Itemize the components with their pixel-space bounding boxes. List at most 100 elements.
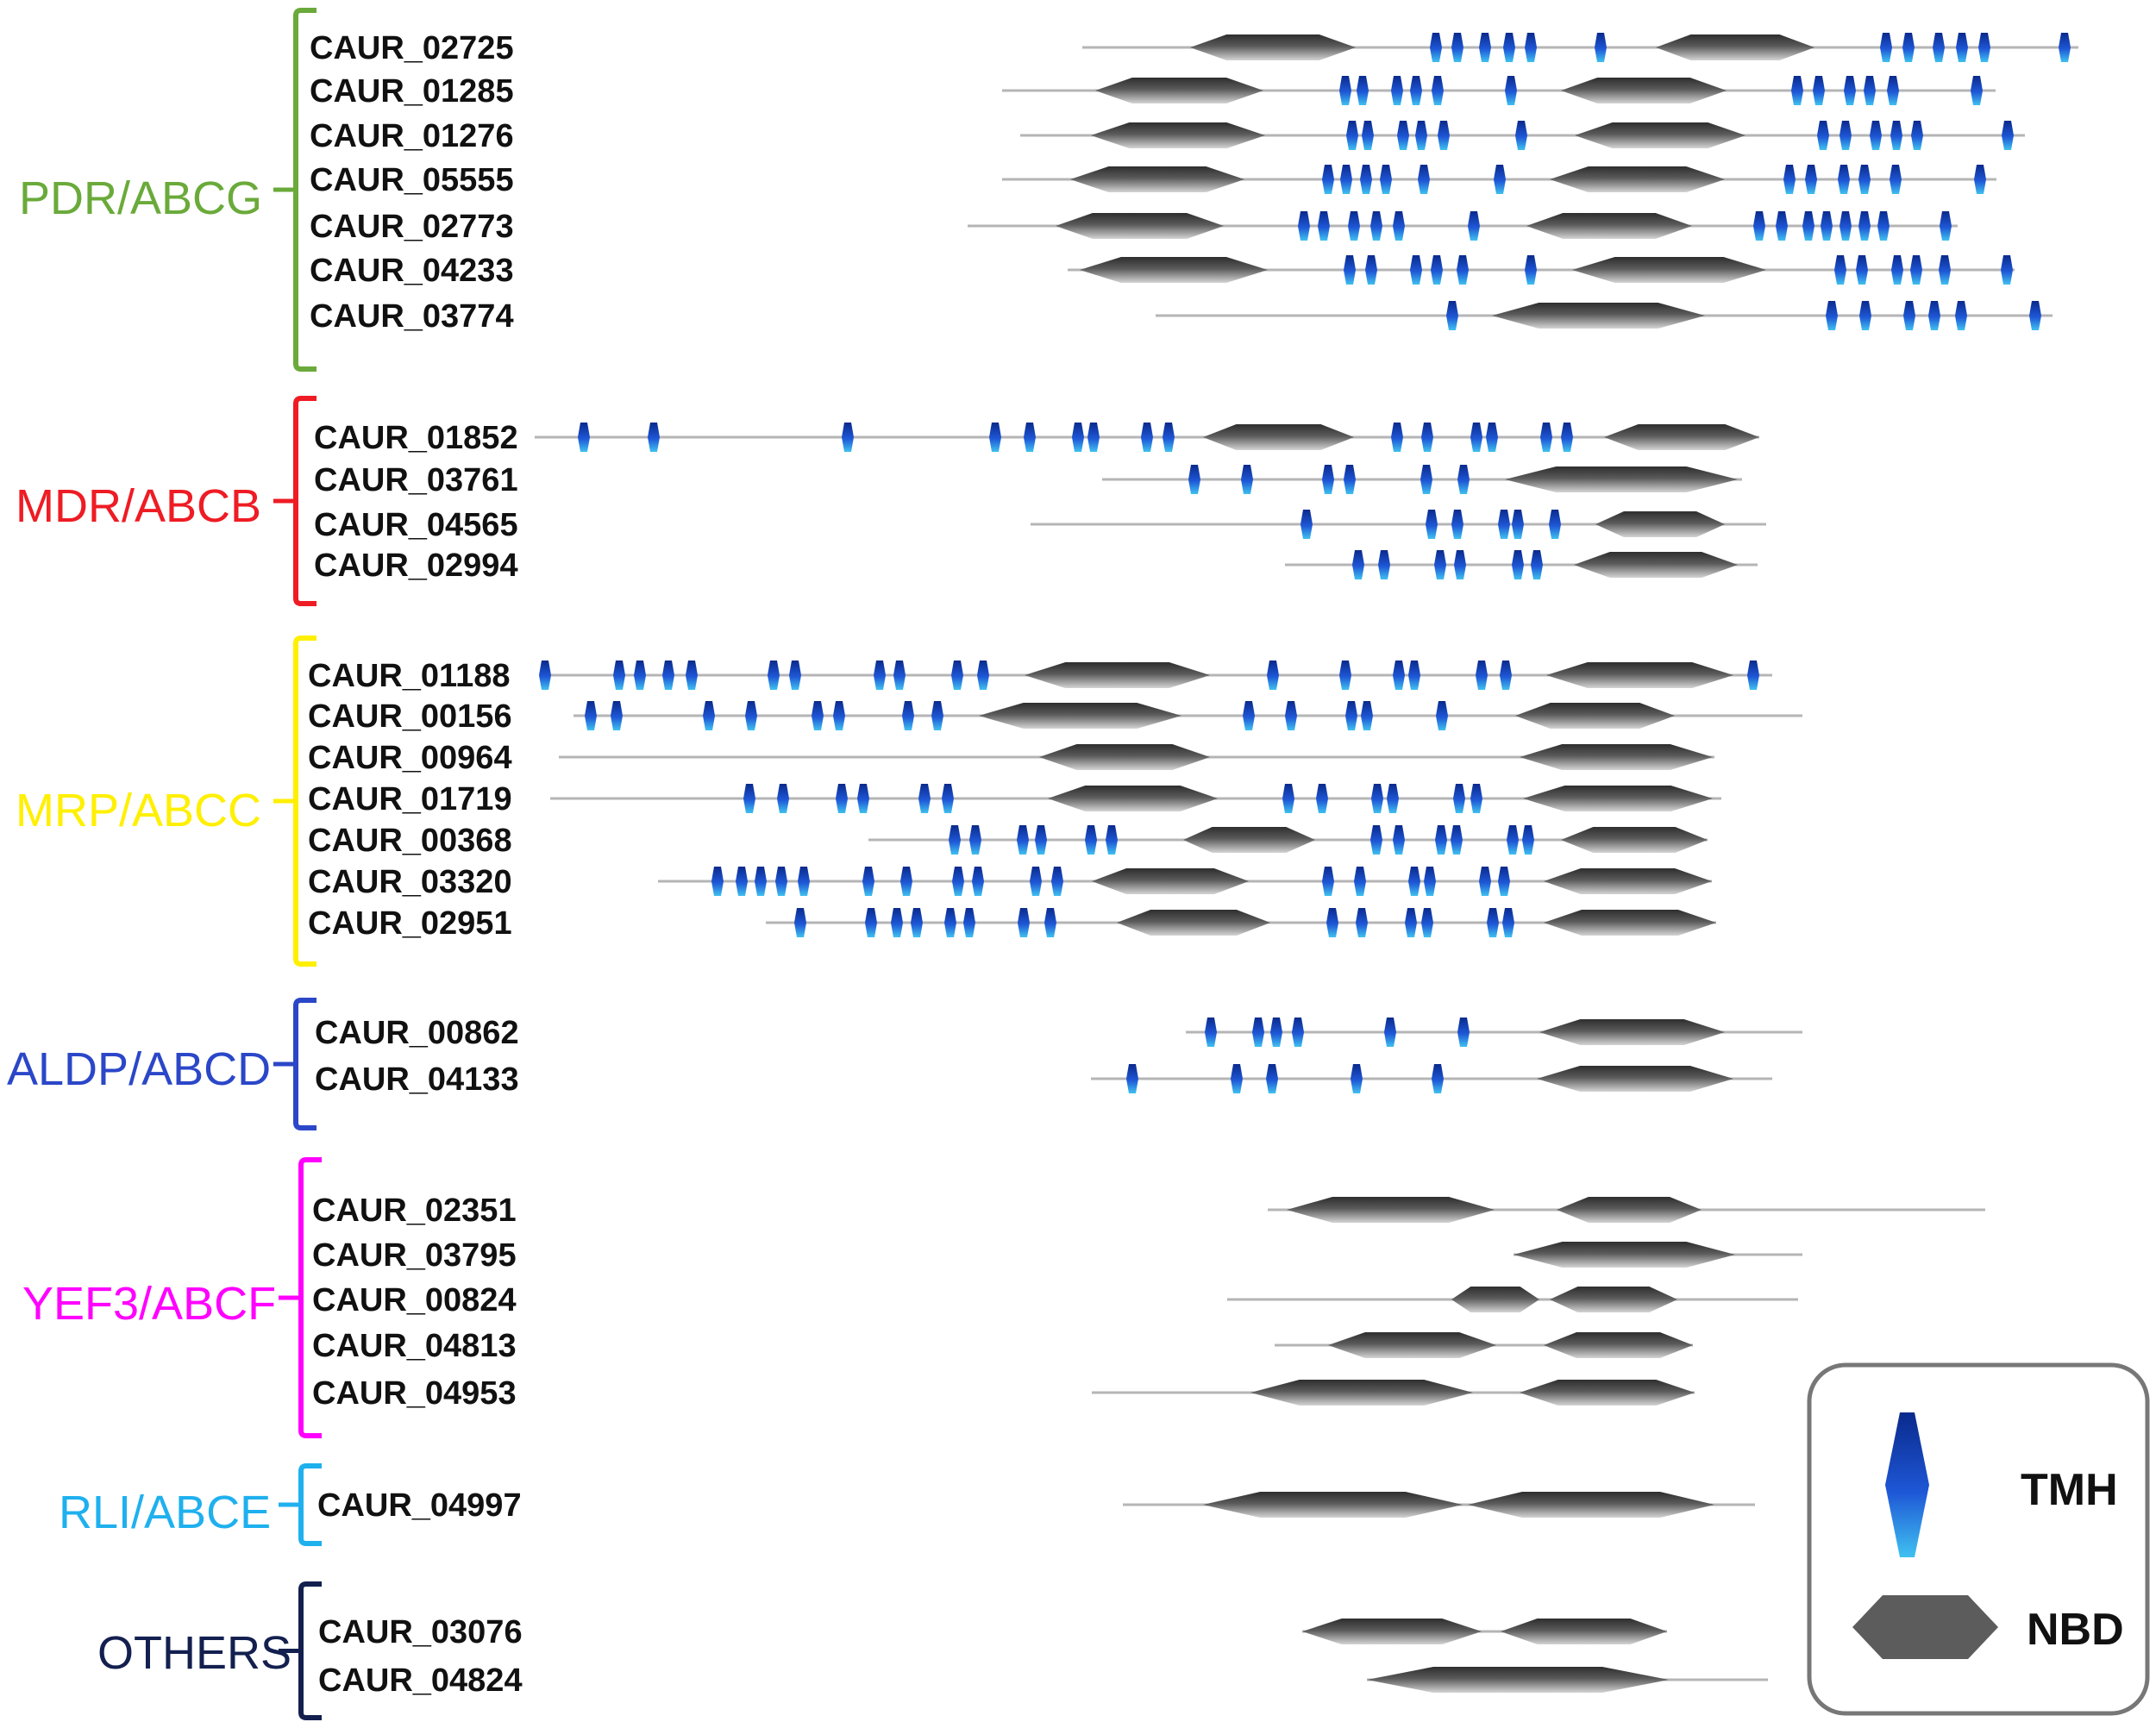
tmh-helix: [1974, 165, 1986, 194]
tmh-helix: [1030, 867, 1042, 896]
family-label: YEF3/ABCF: [22, 1278, 276, 1330]
tmh-helix: [1072, 423, 1084, 452]
tmh-helix: [1955, 301, 1967, 330]
tmh-helix: [1087, 423, 1100, 452]
gene-label: CAUR_01188: [308, 658, 510, 694]
tmh-helix: [1505, 76, 1517, 105]
tmh-helix: [777, 784, 789, 813]
tmh-helix: [1432, 1064, 1444, 1093]
tmh-helix: [1241, 465, 1253, 494]
gene-label: CAUR_01285: [310, 73, 514, 110]
nbd-domain: [1203, 424, 1354, 450]
nbd-domain: [1544, 1332, 1693, 1358]
tmh-helix: [1838, 165, 1850, 194]
tmh-helix: [1500, 661, 1512, 690]
tmh-helix: [1457, 1018, 1470, 1047]
nbd-hexagon-icon: [1852, 1595, 1998, 1659]
tmh-helix: [902, 701, 914, 730]
tmh-helix: [1512, 550, 1524, 579]
tmh-helix: [1595, 33, 1607, 62]
nbd-domain: [1287, 1197, 1495, 1223]
gene-row: CAUR_04565: [314, 507, 1766, 543]
tmh-helix: [893, 661, 906, 690]
tmh-helix: [1802, 211, 1814, 241]
tmh-helix: [1540, 423, 1552, 452]
gene-row: CAUR_00824: [312, 1282, 1798, 1318]
gene-row: CAUR_05555: [310, 162, 1996, 198]
tmh-helix: [918, 784, 931, 813]
tmh-helix: [1753, 211, 1765, 241]
tmh-helix: [798, 867, 810, 896]
tmh-helix: [1408, 661, 1420, 690]
nbd-domain: [1574, 552, 1738, 578]
tmh-helix: [1561, 423, 1573, 452]
nbd-domain: [1515, 703, 1675, 729]
tmh-helix: [1826, 301, 1838, 330]
gene-row: CAUR_01285: [310, 73, 1996, 110]
tmh-helix: [2001, 255, 2013, 285]
tmh-helix: [1446, 301, 1458, 330]
gene-label: CAUR_00964: [308, 740, 512, 776]
tmh-helix: [1430, 33, 1442, 62]
tmh-helix: [1339, 76, 1351, 105]
nbd-domain: [979, 703, 1181, 729]
gene-row: CAUR_02725: [310, 30, 2078, 66]
tmh-helix: [1370, 211, 1382, 241]
nbd-domain: [1595, 511, 1725, 537]
tmh-helix: [2029, 301, 2041, 330]
gene-label: CAUR_04953: [312, 1375, 517, 1412]
tmh-helix: [578, 423, 590, 452]
gene-label: CAUR_02725: [310, 30, 514, 66]
tmh-helix: [789, 661, 801, 690]
tmh-helix: [972, 867, 984, 896]
tmh-helix: [1470, 423, 1482, 452]
tmh-helix: [1436, 701, 1448, 730]
tmh-helix: [1141, 423, 1153, 452]
nbd-domain: [1048, 786, 1218, 811]
gene-row: CAUR_03076: [318, 1614, 1667, 1650]
nbd-domain: [1091, 122, 1265, 148]
tmh-helix: [1487, 908, 1499, 937]
family-group: YEF3/ABCFCAUR_02351CAUR_03795CAUR_00824C…: [22, 1157, 1985, 1438]
tmh-helix: [1910, 255, 1922, 285]
tmh-helix: [1378, 550, 1390, 579]
tmh-helix: [1903, 301, 1915, 330]
tmh-helix: [1205, 1018, 1217, 1047]
tmh-helix: [1360, 165, 1372, 194]
gene-row: CAUR_03761: [314, 462, 1742, 498]
gene-label: CAUR_00156: [308, 698, 512, 735]
nbd-domain: [1117, 910, 1270, 936]
gene-label: CAUR_04813: [312, 1328, 517, 1364]
nbd-domain: [1492, 303, 1705, 329]
gene-label: CAUR_03774: [310, 298, 514, 335]
tmh-helix: [1252, 1018, 1264, 1047]
tmh-helix: [1839, 121, 1852, 150]
tmh-helix: [1468, 211, 1480, 241]
gene-row: CAUR_01188: [308, 658, 1772, 694]
tmh-helix: [977, 661, 989, 690]
family-label: PDR/ABCG: [19, 172, 262, 224]
tmh-helix: [611, 701, 623, 730]
families-layer: PDR/ABCG CAUR_02725CAUR_01285CAUR_01276CA…: [7, 8, 2078, 1720]
tmh-helix: [1035, 825, 1047, 855]
gene-label: CAUR_02994: [314, 548, 518, 584]
tmh-helix: [1380, 165, 1392, 194]
gene-row: CAUR_04133: [315, 1061, 1772, 1098]
tmh-helix: [1384, 1018, 1396, 1047]
tmh-helix: [686, 661, 698, 690]
tmh-helix: [1397, 121, 1409, 150]
tmh-helix: [1418, 165, 1430, 194]
tmh-helix: [613, 661, 625, 690]
gene-row: CAUR_04997: [317, 1487, 1755, 1524]
tmh-helix: [900, 867, 912, 896]
legend: TMH NBD: [1807, 1362, 2150, 1716]
tmh-helix: [1470, 784, 1482, 813]
tmh-helix: [1817, 121, 1829, 150]
tmh-helix: [812, 701, 824, 730]
tmh-helix: [1525, 33, 1537, 62]
tmh-helix: [963, 908, 975, 937]
nbd-domain: [1520, 744, 1713, 770]
gene-row: CAUR_01276: [310, 118, 2025, 154]
tmh-helix: [585, 701, 597, 730]
